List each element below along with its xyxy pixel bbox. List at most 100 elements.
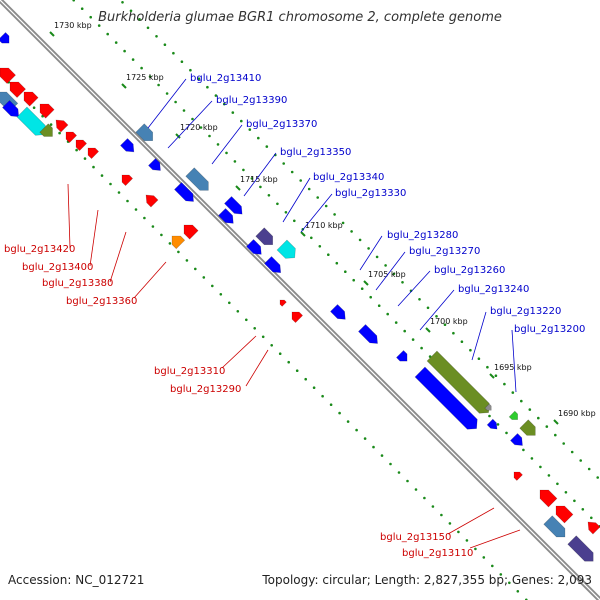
- scale-dot: [505, 431, 508, 435]
- label-leader-line: [282, 177, 311, 223]
- gene-feature: [9, 81, 26, 98]
- gene-feature: [39, 123, 53, 137]
- scale-dot: [194, 267, 197, 271]
- gene-arrow: [255, 227, 274, 246]
- scale-dot: [457, 530, 460, 534]
- gene-arrow: [276, 239, 296, 259]
- gene-label: bglu_2g13220: [490, 306, 561, 317]
- scale-dot: [573, 499, 576, 503]
- gene-arrow: [396, 350, 408, 362]
- gene-arrow: [0, 32, 10, 44]
- scale-dot: [117, 191, 121, 194]
- gene-feature: [555, 505, 574, 524]
- scale-dot: [389, 462, 392, 466]
- gene-arrow: [185, 167, 209, 191]
- label-leader-line: [221, 335, 257, 369]
- scale-dot: [465, 539, 469, 542]
- gene-arrow: [16, 106, 46, 136]
- gene-arrow: [23, 91, 39, 107]
- gene-label: bglu_2g13240: [458, 284, 529, 295]
- gene-feature: [23, 91, 39, 107]
- scale-dot: [482, 556, 486, 559]
- gene-feature: [145, 194, 159, 208]
- scale-dot: [333, 213, 336, 216]
- gene-arrow: [183, 224, 199, 240]
- scale-dot: [564, 491, 568, 494]
- gene-feature: [426, 350, 490, 414]
- gene-feature: [218, 208, 234, 224]
- gene-feature: [484, 403, 492, 411]
- kbp-tick: [553, 419, 559, 425]
- gene-feature: [539, 489, 558, 508]
- scale-dot: [321, 394, 324, 398]
- gene-arrow: [174, 182, 194, 202]
- label-leader-line: [245, 349, 269, 387]
- label-leader-line: [397, 270, 431, 307]
- scale-dot: [363, 437, 367, 440]
- scale-dot: [494, 374, 498, 378]
- label-leader-line: [471, 311, 487, 361]
- label-leader-line: [133, 261, 167, 299]
- scale-dot: [590, 516, 593, 520]
- map-title: Burkholderia glumae BGR1 chromosome 2, c…: [98, 10, 502, 25]
- gene-feature: [508, 410, 518, 420]
- scale-dot: [236, 310, 240, 313]
- scale-dot: [403, 329, 407, 333]
- label-leader-line: [89, 209, 99, 267]
- gene-feature: [519, 419, 536, 436]
- scale-dot: [579, 459, 582, 462]
- scale-dot: [293, 219, 296, 223]
- scale-dot: [384, 264, 387, 267]
- label-leader-line: [109, 231, 127, 283]
- scale-dot: [418, 298, 421, 301]
- gene-label: bglu_2g13370: [246, 119, 317, 130]
- accession-text: Accession: NC_012721: [8, 573, 145, 587]
- scale-dot: [189, 68, 192, 72]
- scale-dot: [448, 522, 452, 525]
- gene-label: bglu_2g13360: [66, 296, 137, 307]
- scale-dot: [587, 467, 591, 471]
- scale-dot: [346, 420, 350, 423]
- scale-dot: [596, 476, 599, 479]
- kbp-label: 1725 kbp: [126, 73, 164, 82]
- scale-dot: [520, 399, 523, 403]
- kbp-tick: [121, 83, 127, 89]
- scale-dot: [261, 335, 265, 339]
- gene-arrow: [0, 67, 16, 84]
- scale-dot: [570, 450, 574, 454]
- scale-dot: [503, 382, 506, 386]
- scale-dot: [160, 233, 163, 237]
- label-leader-line: [419, 289, 455, 331]
- gene-label: bglu_2g13280: [387, 230, 458, 241]
- gene-label: bglu_2g13200: [514, 324, 585, 335]
- gene-feature: [55, 119, 69, 133]
- gene-label: bglu_2g13340: [313, 172, 384, 183]
- gene-feature: [510, 433, 523, 446]
- gene-arrow: [148, 158, 161, 171]
- scale-dot: [452, 331, 455, 335]
- scale-dot: [276, 202, 279, 206]
- kbp-label: 1690 kbp: [558, 409, 596, 418]
- kbp-tick: [425, 327, 431, 333]
- scale-dot: [282, 162, 286, 165]
- scale-dot: [185, 259, 189, 262]
- kbp-tick: [49, 31, 55, 37]
- genome-summary-text: Topology: circular; Length: 2,827,355 bp…: [262, 573, 592, 587]
- gene-arrow: [513, 471, 523, 481]
- scale-dot: [143, 216, 146, 220]
- kbp-tick: [489, 373, 495, 379]
- scale-dot: [172, 51, 175, 55]
- scale-dot: [516, 590, 520, 593]
- scale-dot: [327, 253, 330, 256]
- label-leader-line: [211, 124, 243, 165]
- gene-label: bglu_2g13270: [409, 246, 480, 257]
- gene-feature: [279, 299, 287, 307]
- gene-label: bglu_2g13150: [380, 532, 451, 543]
- label-leader-line: [511, 329, 517, 393]
- scale-dot: [386, 312, 390, 316]
- scale-dot: [474, 547, 477, 551]
- scale-dot: [140, 66, 143, 70]
- gene-feature: [0, 32, 10, 44]
- scale-dot: [491, 564, 494, 568]
